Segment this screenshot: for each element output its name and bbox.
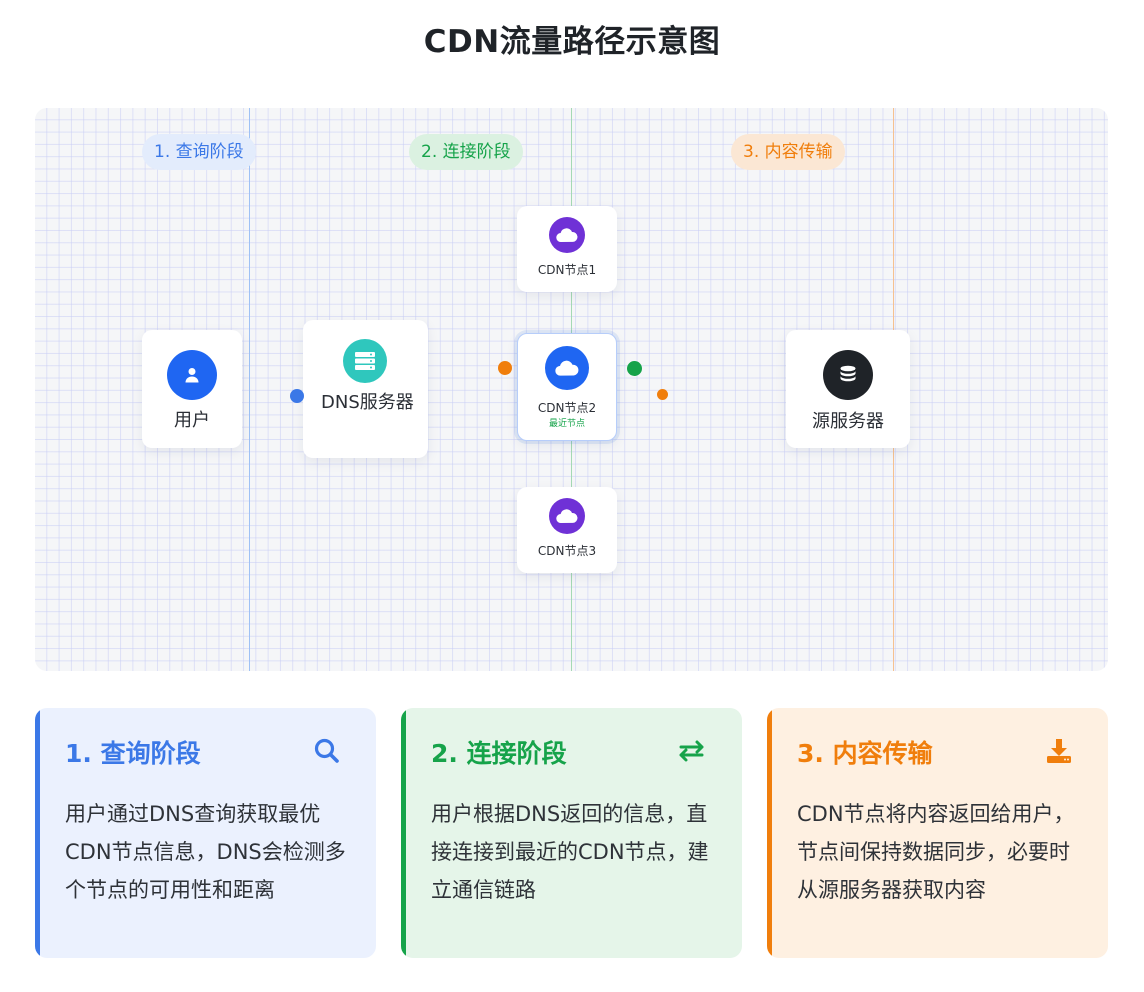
flow-dot-query: [290, 389, 304, 403]
stage-card-transfer: 3. 内容传输 CDN节点将内容返回给用户，节点间保持数据同步，必要时从源服务器…: [767, 708, 1108, 958]
node-cdn-1-label: CDN节点1: [537, 263, 597, 277]
flow-dot-transfer-out: [657, 389, 668, 400]
database-icon: [823, 350, 873, 400]
card-title: 2. 连接阶段: [431, 739, 567, 768]
card-accent-bar: [401, 708, 406, 958]
stage-divider-query: [249, 108, 250, 671]
node-dns-server[interactable]: DNS服务器: [303, 320, 428, 458]
node-cdn-3[interactable]: CDN节点3: [517, 487, 617, 573]
node-cdn-1[interactable]: CDN节点1: [517, 206, 617, 292]
search-icon: [312, 736, 342, 766]
node-dns-label: DNS服务器: [321, 392, 414, 413]
cdn-path-diagram: 1. 查询阶段 2. 连接阶段 3. 内容传输 用户 DNS服务器 CDN节点1…: [35, 108, 1108, 671]
node-user[interactable]: 用户: [142, 330, 242, 448]
flow-dot-transfer-in: [498, 361, 512, 375]
card-title: 1. 查询阶段: [65, 739, 201, 768]
card-accent-bar: [767, 708, 772, 958]
user-icon: [167, 350, 217, 400]
card-description: 用户通过DNS查询获取最优CDN节点信息，DNS会检测多个节点的可用性和距离: [65, 802, 346, 902]
download-icon: [1044, 736, 1074, 766]
exchange-icon: [678, 736, 708, 766]
stage-label-connect: 2. 连接阶段: [409, 134, 523, 170]
server-icon: [343, 339, 387, 383]
stage-card-query: 1. 查询阶段 用户通过DNS查询获取最优CDN节点信息，DNS会检测多个节点的…: [35, 708, 376, 958]
card-accent-bar: [35, 708, 40, 958]
cloud-icon: [549, 498, 585, 534]
nearest-node-badge: 最近节点: [548, 419, 585, 429]
stage-label-query: 1. 查询阶段: [142, 134, 256, 170]
node-origin-label: 源服务器: [812, 411, 884, 432]
stage-label-transfer: 3. 内容传输: [731, 134, 845, 170]
cloud-icon: [549, 217, 585, 253]
card-title: 3. 内容传输: [797, 739, 933, 768]
node-user-label: 用户: [174, 410, 210, 431]
stage-card-connect: 2. 连接阶段 用户根据DNS返回的信息，直接连接到最近的CDN节点，建立通信链…: [401, 708, 742, 958]
cloud-icon: [545, 346, 589, 390]
node-cdn-3-label: CDN节点3: [537, 544, 597, 558]
card-description: 用户根据DNS返回的信息，直接连接到最近的CDN节点，建立通信链路: [431, 802, 709, 902]
page-title: CDN流量路径示意图: [423, 24, 721, 60]
card-description: CDN节点将内容返回给用户，节点间保持数据同步，必要时从源服务器获取内容: [797, 802, 1075, 902]
flow-dot-connect: [627, 361, 642, 376]
node-cdn-2[interactable]: CDN节点2 最近节点: [517, 333, 617, 441]
node-origin-server[interactable]: 源服务器: [786, 330, 910, 448]
node-cdn-2-label: CDN节点2: [537, 401, 597, 415]
